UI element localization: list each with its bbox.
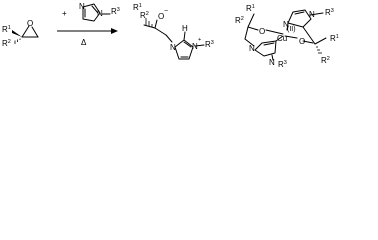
complex-oxygen-left: O [259,27,265,36]
epoxide-r1: R1 [2,25,11,34]
heat-symbol: Δ [81,38,87,47]
product-r2: R2 [140,11,149,20]
product-n-alkyl: N [170,43,176,52]
product-n-plus: N [192,42,198,51]
complex-oxygen-right: O [299,37,305,46]
zwitterion-product: R1 R2 O − H N N + R3 [133,3,214,60]
hashed-bond [14,38,21,44]
oxidation-state: (II) [287,26,296,33]
copper-complex: R1 R2 O N N R3 (II) Cu O R1 R2 N N R3 [235,4,339,68]
epoxide-r2: R2 [2,39,11,48]
imidazole-reagent: N N R3 [79,2,120,22]
wedge-bond [12,30,22,37]
complex-r1-right: R1 [330,34,339,43]
reaction-arrow [57,28,118,34]
complex-r2-right: R2 [321,56,330,65]
imidazole-r3: R3 [111,7,120,16]
product-r3: R3 [205,40,214,49]
complex-n-top-left: N [283,20,289,29]
product-r1: R1 [133,3,142,12]
complex-n-top-right: N [309,10,315,19]
complex-r3-bottom: R3 [278,60,287,68]
imidazole-n-top: N [79,2,85,11]
complex-r3-top: R3 [325,8,334,17]
complex-n-bottom-left: N [249,44,255,53]
imidazolium-charge: + [198,37,201,43]
complex-n-bottom-right: N [269,58,275,67]
reaction-scheme: O R1 R2 + N N R3 Δ R1 [2,2,339,68]
imidazole-n-sub: N [97,9,103,18]
complex-r1-left: R1 [246,4,255,13]
copper-atom: Cu [277,34,287,43]
alkoxide-charge: − [164,8,168,15]
plus-sign: + [62,9,67,18]
complex-r2-left: R2 [235,16,244,25]
product-hydrogen: H [182,24,188,33]
product-oxygen: O [158,12,164,21]
epoxide: O R1 R2 [2,19,39,48]
epoxide-oxygen: O [27,19,33,28]
